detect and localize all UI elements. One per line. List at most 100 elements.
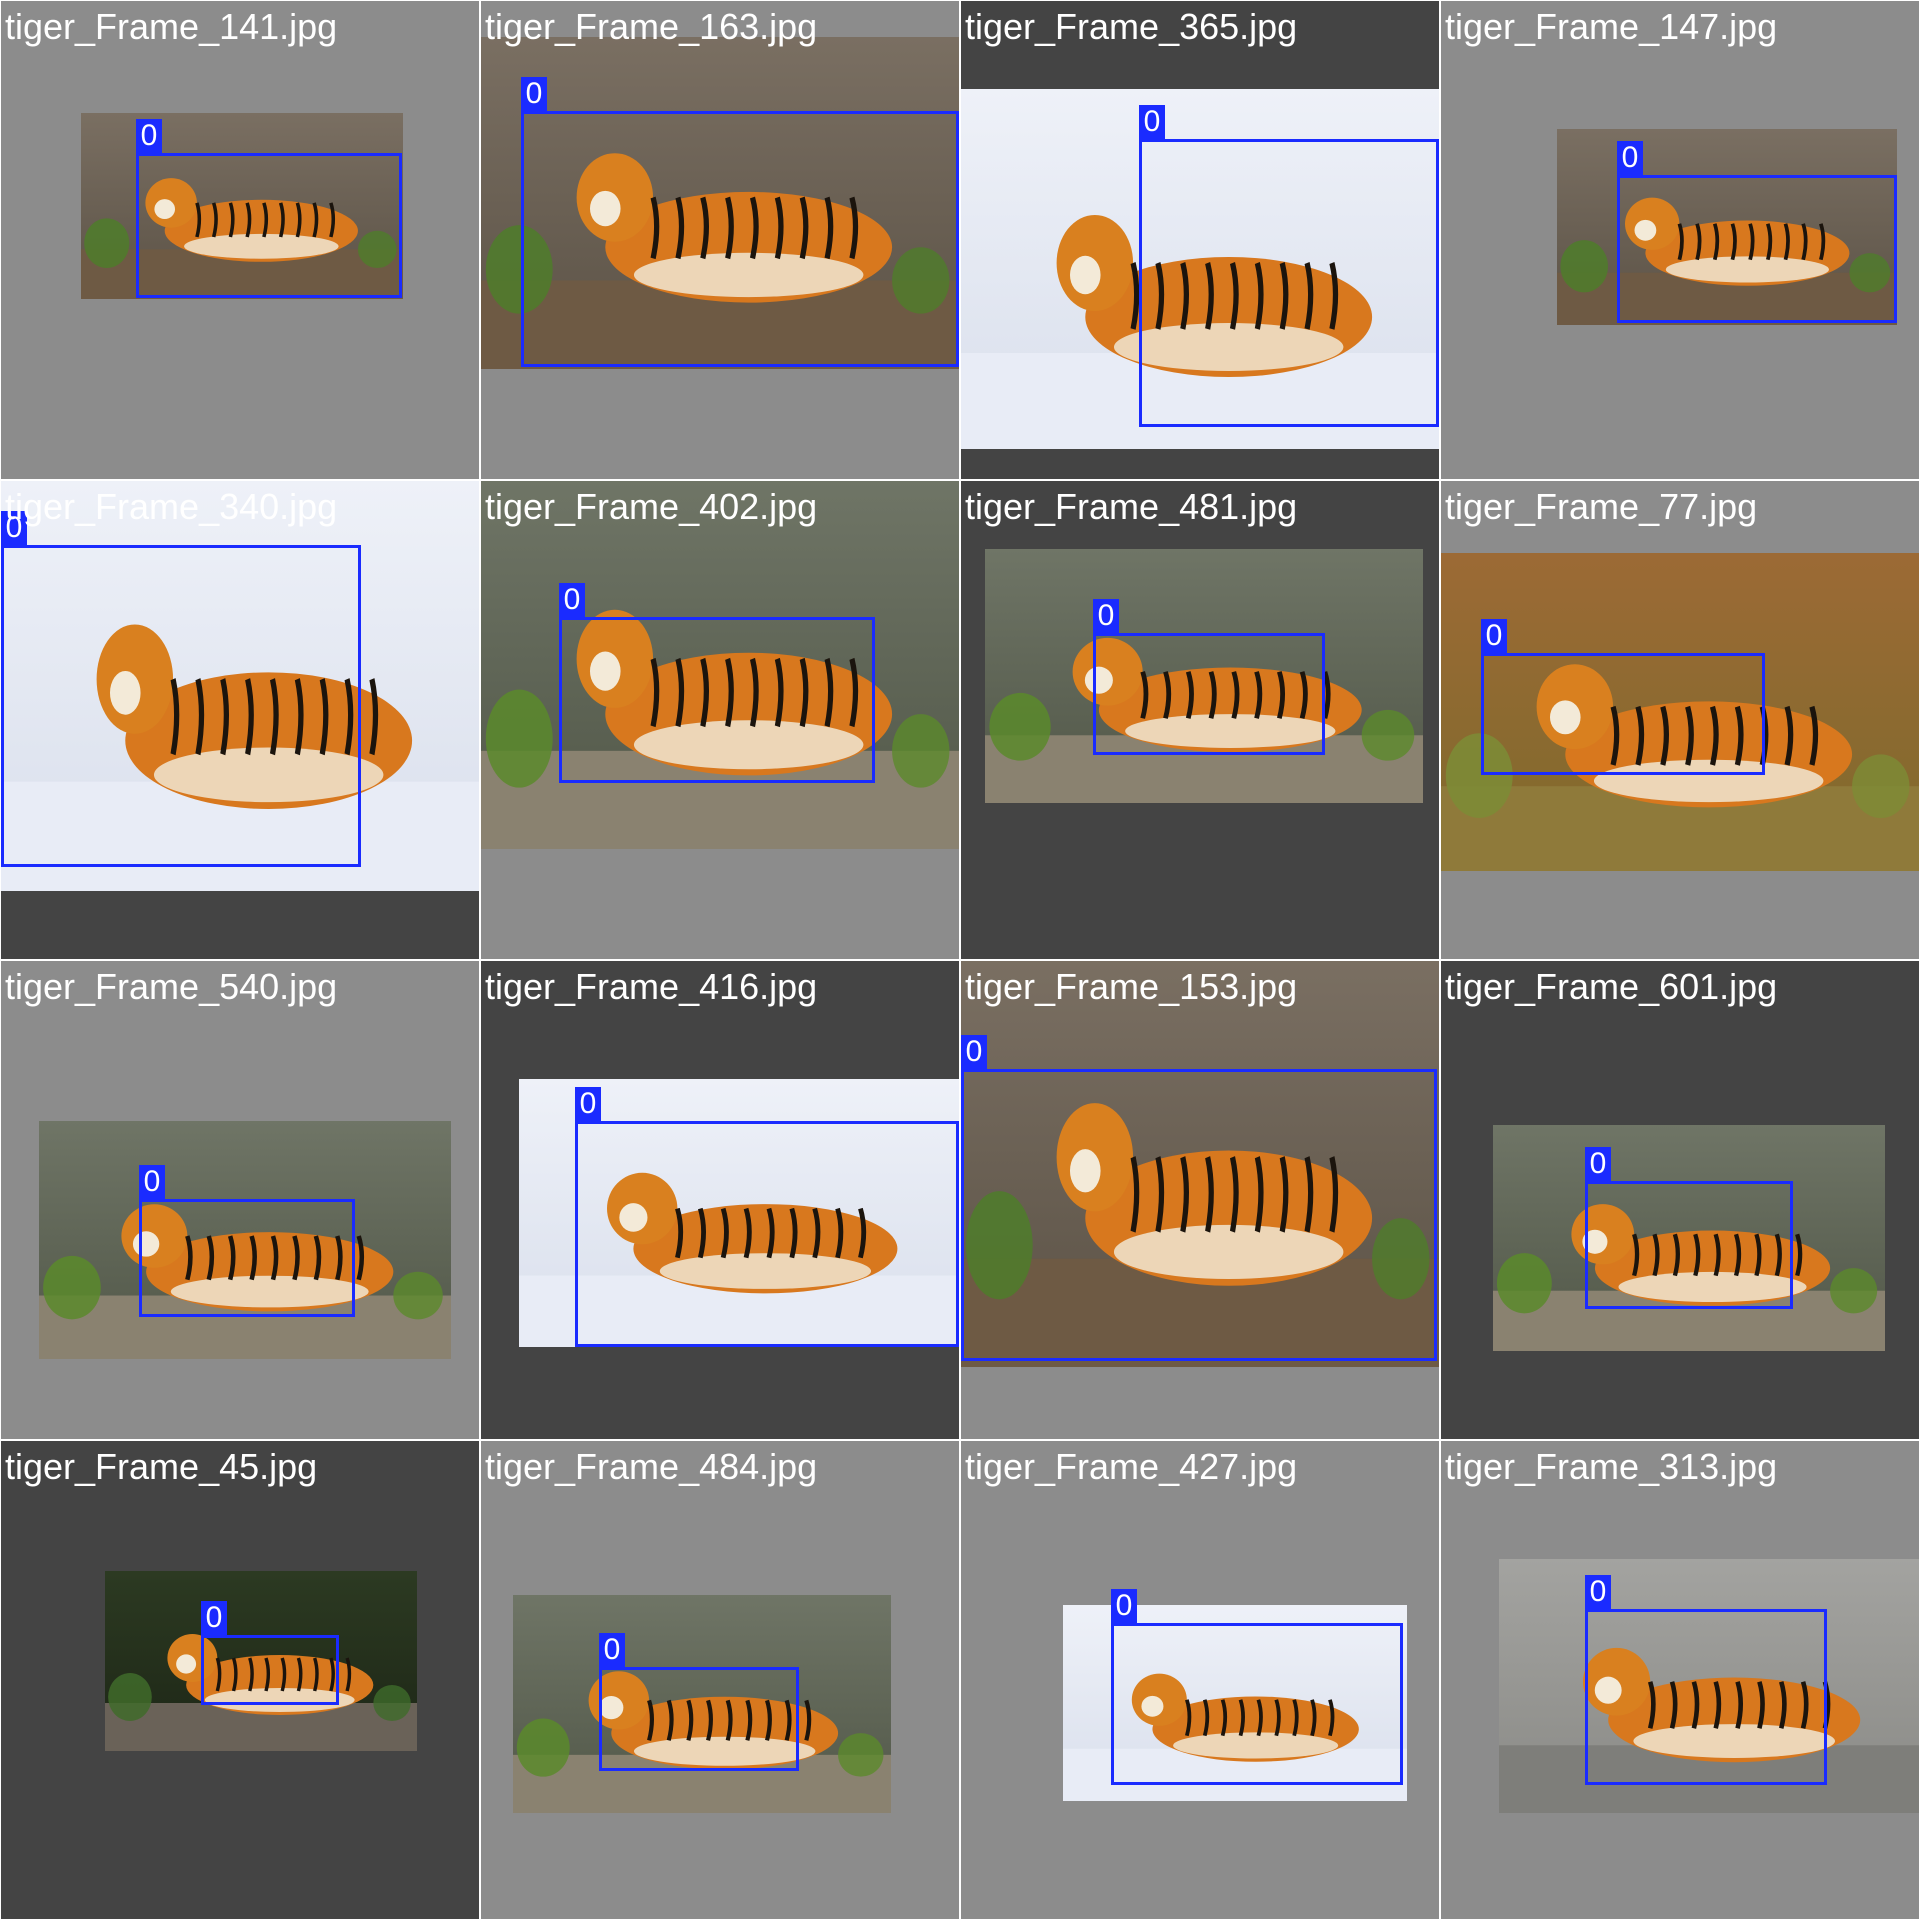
class-label: 0 — [961, 1035, 987, 1069]
tiger-silhouette — [1131, 1673, 1359, 1762]
tile-filename: tiger_Frame_540.jpg — [5, 966, 338, 1007]
bounding-box: 0 — [1481, 619, 1765, 775]
bounding-box: 0 — [1617, 141, 1897, 323]
tile: 0 tiger_Frame_540.jpg — [1, 961, 479, 1439]
class-label: 0 — [1111, 1589, 1137, 1623]
tile-filename: tiger_Frame_340.jpg — [5, 486, 338, 527]
tiger-photo — [481, 37, 959, 369]
tile: 0 tiger_Frame_163.jpg — [481, 1, 959, 479]
tiger-silhouette — [145, 178, 358, 262]
class-label: 0 — [1, 511, 27, 545]
tiger-photo — [513, 1595, 891, 1813]
photo-canvas — [961, 89, 1439, 449]
photo-canvas — [1063, 1605, 1407, 1801]
tile: 0 tiger_Frame_416.jpg — [481, 961, 959, 1439]
bounding-box: 0 — [1139, 105, 1439, 427]
class-label: 0 — [521, 77, 547, 111]
tiger-photo — [1063, 1605, 1407, 1801]
tile-filename: tiger_Frame_163.jpg — [485, 6, 818, 47]
bounding-box: 0 — [1, 511, 361, 867]
tiger-silhouette — [1536, 664, 1853, 808]
bounding-box: 0 — [575, 1087, 959, 1347]
tile-filename: tiger_Frame_365.jpg — [965, 6, 1298, 47]
tiger-silhouette — [1056, 1103, 1373, 1286]
tiger-photo — [105, 1571, 417, 1751]
bounding-box: 0 — [1093, 599, 1325, 755]
tile: 0 tiger_Frame_313.jpg — [1441, 1441, 1919, 1919]
tiger-silhouette — [1583, 1647, 1861, 1763]
tiger-silhouette — [607, 1172, 898, 1294]
tile-filename: tiger_Frame_141.jpg — [5, 6, 338, 47]
class-label: 0 — [1139, 105, 1165, 139]
class-label: 0 — [559, 583, 585, 617]
tile-filename: tiger_Frame_147.jpg — [1445, 6, 1778, 47]
tile: 0 tiger_Frame_601.jpg — [1441, 961, 1919, 1439]
class-label: 0 — [1617, 141, 1643, 175]
tile: 0 tiger_Frame_402.jpg — [481, 481, 959, 959]
tile: 0 tiger_Frame_45.jpg — [1, 1441, 479, 1919]
tiger-photo — [985, 549, 1423, 803]
bounding-box: 0 — [1585, 1575, 1827, 1785]
tile-filename: tiger_Frame_481.jpg — [965, 486, 1298, 527]
class-label: 0 — [1093, 599, 1119, 633]
class-label: 0 — [139, 1165, 165, 1199]
photo-canvas — [1499, 1559, 1919, 1813]
tiger-silhouette — [1072, 637, 1362, 753]
tile: 0 tiger_Frame_481.jpg — [961, 481, 1439, 959]
photo-canvas — [105, 1571, 417, 1751]
tile-filename: tiger_Frame_77.jpg — [1445, 486, 1758, 527]
tiger-photo — [1557, 129, 1897, 325]
tiger-photo — [961, 961, 1439, 1367]
class-label: 0 — [1585, 1147, 1611, 1181]
photo-canvas — [1557, 129, 1897, 325]
bounding-box: 0 — [136, 119, 402, 298]
tiger-photo — [1493, 1125, 1885, 1351]
tiger-silhouette — [576, 153, 893, 303]
tile-filename: tiger_Frame_416.jpg — [485, 966, 818, 1007]
tiger-photo — [81, 113, 403, 299]
tile: 0 tiger_Frame_340.jpg — [1, 481, 479, 959]
tile-filename: tiger_Frame_313.jpg — [1445, 1446, 1778, 1487]
class-label: 0 — [1585, 1575, 1611, 1609]
tiger-photo — [961, 89, 1439, 449]
tile: 0 tiger_Frame_141.jpg — [1, 1, 479, 479]
class-label: 0 — [1481, 619, 1507, 653]
bounding-box: 0 — [139, 1165, 355, 1317]
tile-filename: tiger_Frame_484.jpg — [485, 1446, 818, 1487]
class-label: 0 — [599, 1633, 625, 1667]
photo-canvas — [1493, 1125, 1885, 1351]
tile: 0 tiger_Frame_147.jpg — [1441, 1, 1919, 479]
tiger-silhouette — [167, 1634, 374, 1715]
tiger-photo — [1441, 553, 1919, 871]
tile-filename: tiger_Frame_45.jpg — [5, 1446, 318, 1487]
photo-canvas — [985, 549, 1423, 803]
tile-filename: tiger_Frame_153.jpg — [965, 966, 1298, 1007]
bounding-box: 0 — [521, 77, 959, 367]
tile-filename: tiger_Frame_601.jpg — [1445, 966, 1778, 1007]
tile: 0 tiger_Frame_484.jpg — [481, 1441, 959, 1919]
tiger-silhouette — [588, 1671, 839, 1770]
tiger-silhouette — [1571, 1204, 1831, 1306]
tiger-photo — [39, 1121, 451, 1359]
class-label: 0 — [136, 119, 162, 153]
tile: 0 tiger_Frame_427.jpg — [961, 1441, 1439, 1919]
photo-canvas — [961, 961, 1439, 1367]
bounding-box: 0 — [961, 1035, 1437, 1361]
photo-canvas — [481, 37, 959, 369]
tiger-photo — [1, 481, 479, 891]
tile: 0 tiger_Frame_77.jpg — [1441, 481, 1919, 959]
tiger-photo — [1499, 1559, 1919, 1813]
tiger-silhouette — [96, 624, 413, 809]
bounding-box: 0 — [559, 583, 875, 783]
photo-canvas — [1, 481, 479, 891]
tile: 0 tiger_Frame_153.jpg — [961, 961, 1439, 1439]
bounding-box: 0 — [201, 1601, 339, 1705]
photo-canvas — [1441, 553, 1919, 871]
photo-canvas — [39, 1121, 451, 1359]
tiger-silhouette — [1625, 197, 1850, 286]
bounding-box: 0 — [1111, 1589, 1403, 1785]
tile: 0 tiger_Frame_365.jpg — [961, 1, 1439, 479]
class-label: 0 — [201, 1601, 227, 1635]
class-label: 0 — [575, 1087, 601, 1121]
